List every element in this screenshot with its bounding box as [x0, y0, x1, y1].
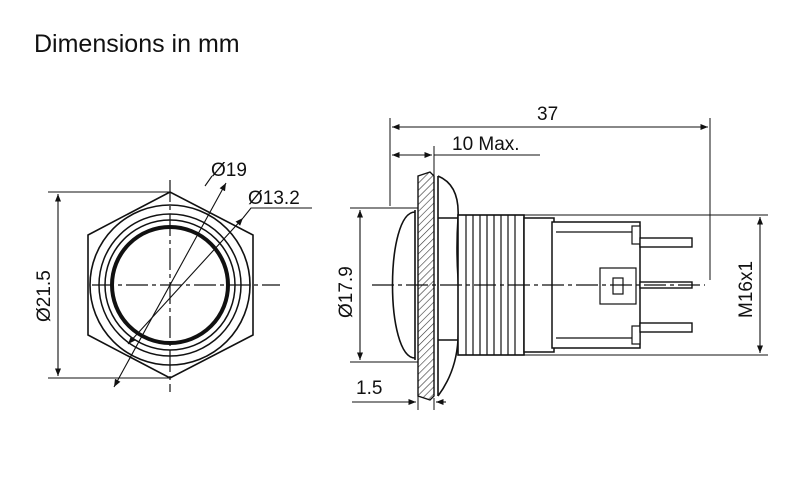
page-title: Dimensions in mm: [34, 30, 240, 58]
front-dia19-label: Ø19: [211, 160, 247, 181]
side-nut: [437, 175, 460, 397]
front-view: [48, 175, 312, 392]
side-flange: [417, 171, 435, 401]
front-dia19-leader: [204, 175, 213, 187]
side-thread-label: M16x1: [736, 261, 757, 318]
front-dia13-leader: [242, 207, 312, 219]
front-dia21-label: Ø21.5: [34, 270, 55, 322]
side-head-max-label: 10 Max.: [452, 134, 520, 155]
side-flange-label: 1.5: [356, 378, 382, 399]
front-dia13-label: Ø13.2: [248, 188, 300, 209]
side-nut-bulge: [438, 217, 458, 341]
side-view: [350, 118, 768, 410]
side-dia17-label: Ø17.9: [336, 266, 357, 318]
side-len37-label: 37: [537, 104, 558, 125]
front-dia13-line: [127, 217, 244, 345]
